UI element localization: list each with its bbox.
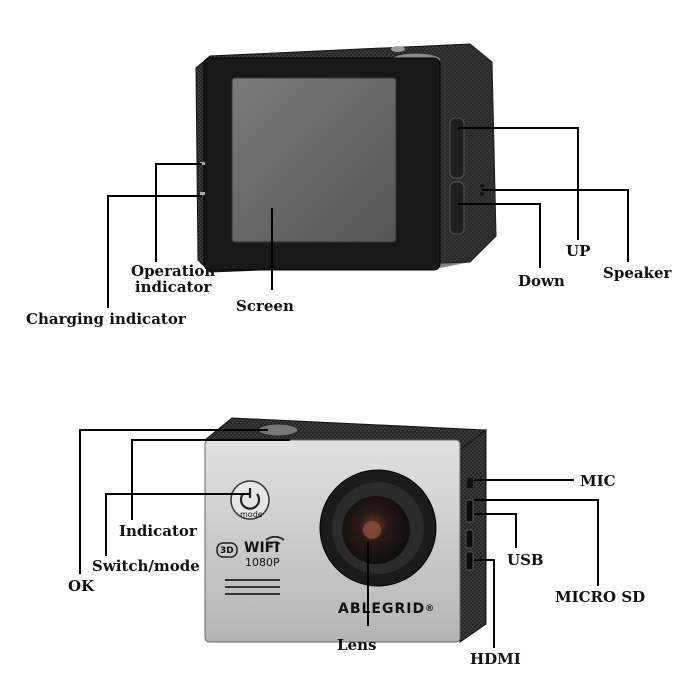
sd-slot <box>465 529 474 549</box>
down-button <box>449 181 465 235</box>
label-operation-indicator: Operation indicator <box>131 262 216 296</box>
label-usb: USB <box>507 551 544 569</box>
mic-port <box>467 478 473 488</box>
mode-button-text: mode <box>240 510 263 519</box>
label-lens: Lens <box>337 636 377 654</box>
front-view-camera <box>203 417 488 643</box>
resolution-text: 1080P <box>245 556 280 569</box>
brand-logo-text: ABLEGRID® <box>338 601 436 617</box>
mode-button <box>230 480 270 520</box>
back-view-callout-lines <box>107 127 629 308</box>
label-down: Down <box>518 272 565 290</box>
wifi-text: WIFI <box>244 540 280 556</box>
label-switch-mode: Switch/mode <box>92 557 200 575</box>
lcd-screen <box>231 77 397 243</box>
front-view-callout-lines <box>79 429 599 648</box>
up-button <box>449 117 465 179</box>
label-hdmi: HDMI <box>470 650 521 668</box>
badge-3d-text: 3D <box>220 546 234 556</box>
label-mic: MIC <box>580 472 616 490</box>
label-indicator: Indicator <box>119 522 197 540</box>
label-up: UP <box>566 242 591 260</box>
label-micro-sd: MICRO SD <box>555 588 646 606</box>
hdmi-port <box>465 551 474 571</box>
wifi-icon <box>265 535 285 545</box>
label-screen: Screen <box>236 297 294 315</box>
label-ok: OK <box>68 577 95 595</box>
label-charging-indicator: Charging indicator <box>26 310 186 328</box>
back-view-camera <box>195 43 497 273</box>
usb-port <box>465 499 474 523</box>
label-speaker: Speaker <box>603 264 672 282</box>
registered-mark: ® <box>425 604 436 614</box>
